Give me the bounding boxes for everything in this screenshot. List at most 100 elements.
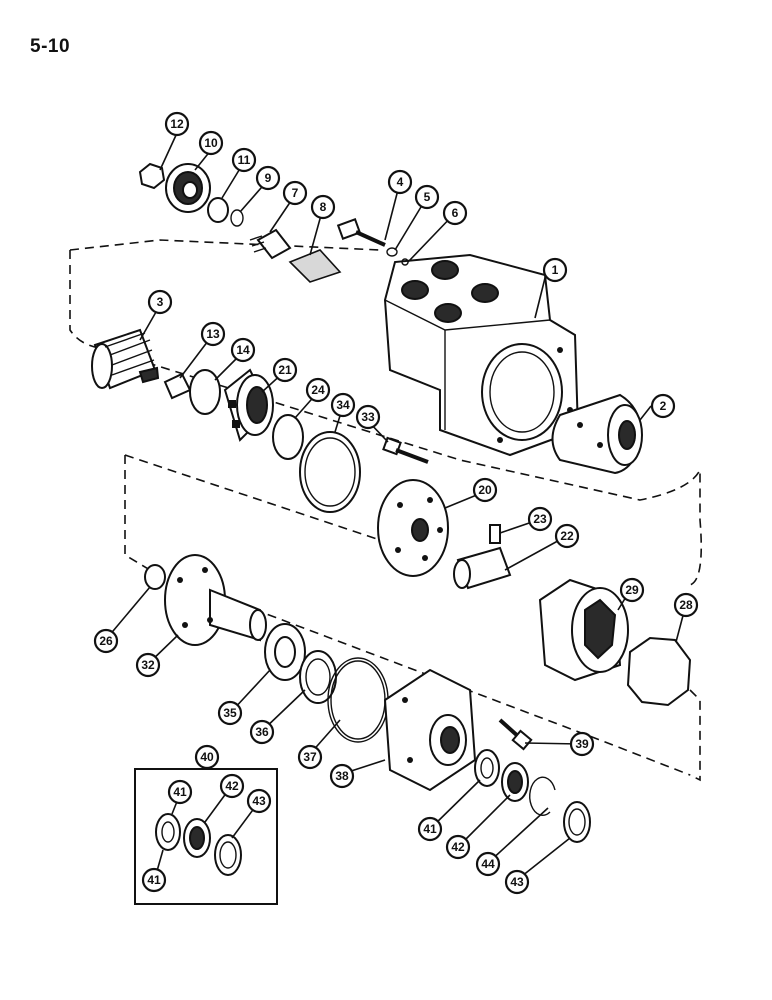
callout-35: 35 [217,700,243,726]
page-number: 5-10 [30,36,71,57]
seal-41-part [474,749,500,787]
svg-text:37: 37 [303,750,317,764]
svg-text:4: 4 [397,175,404,189]
svg-text:39: 39 [575,737,589,751]
svg-text:14: 14 [236,343,250,357]
svg-text:9: 9 [265,171,272,185]
o-ring-11-part [207,197,229,223]
kit-seal-41-part [155,813,181,851]
svg-text:28: 28 [679,598,693,612]
plug-part [165,163,211,213]
callout-42-kit: 42 [219,773,245,799]
callout-28: 28 [673,592,699,618]
valve-stem-part [336,218,386,247]
valve-plate-part [377,479,449,577]
ring-24-part [272,414,304,460]
bolt-33-part [382,436,429,464]
ring-14-part [189,369,221,415]
svg-text:7: 7 [292,186,299,200]
svg-text:21: 21 [278,363,292,377]
svg-text:32: 32 [141,658,155,672]
svg-text:10: 10 [204,136,218,150]
callout-24: 24 [305,377,331,403]
callout-14: 14 [230,337,256,363]
svg-text:29: 29 [625,583,639,597]
svg-text:41: 41 [423,822,437,836]
callout-21: 21 [272,357,298,383]
assembly-line-upper [69,250,703,586]
svg-text:40: 40 [200,750,214,764]
plug-26-part [144,564,166,590]
callout-6: 6 [442,200,468,226]
thrust-bearing-part [264,623,306,681]
assembly-line-lower [124,455,691,776]
callout-41-kit: 41 [167,779,193,805]
kit-seal-43-part [214,834,242,876]
callout-10: 10 [198,130,224,156]
callout-41-kit-lower: 41 [141,867,167,893]
callout-44: 44 [475,851,501,877]
callout-5: 5 [414,184,440,210]
callout-40: 40 [194,744,220,770]
star-rotor-part [626,636,692,707]
callout-32: 32 [135,652,161,678]
svg-text:11: 11 [238,153,251,167]
svg-text:2: 2 [660,399,667,413]
svg-text:36: 36 [255,725,269,739]
callout-3: 3 [147,289,173,315]
o-ring-37-part [327,657,389,743]
svg-text:41: 41 [147,873,161,887]
svg-text:41: 41 [173,785,187,799]
callout-4: 4 [387,169,413,195]
svg-text:5: 5 [424,190,431,204]
shaft-flange-part [164,554,267,646]
callout-12: 12 [164,111,190,137]
callout-23: 23 [527,506,553,532]
svg-text:24: 24 [311,383,325,397]
spool-part [91,328,160,390]
svg-text:23: 23 [533,512,547,526]
bolt-39-part [498,718,533,751]
callout-42: 42 [445,834,471,860]
assembly-line-lower-right [689,689,701,782]
svg-text:3: 3 [157,295,164,309]
callout-13: 13 [200,321,226,347]
sleeve-part [551,393,643,475]
svg-text:26: 26 [99,634,113,648]
snap-ring-44-part [529,776,556,816]
callout-38: 38 [329,763,355,789]
key-part [489,524,501,544]
o-ring-9-part [230,209,244,227]
callout-36: 36 [249,719,275,745]
callout-8: 8 [310,194,336,220]
svg-text:43: 43 [510,875,524,889]
svg-text:6: 6 [452,206,459,220]
nut-part [138,162,166,190]
bearing-sleeve-part [223,368,274,442]
svg-text:12: 12 [170,117,184,131]
callout-41: 41 [417,816,443,842]
svg-text:8: 8 [320,200,327,214]
callout-1: 1 [542,257,568,283]
callout-43-kit: 43 [246,788,272,814]
callout-39: 39 [569,731,595,757]
callout-29: 29 [619,577,645,603]
svg-text:22: 22 [560,529,574,543]
washer-43-part [563,801,591,843]
svg-text:42: 42 [225,779,239,793]
svg-text:44: 44 [481,857,495,871]
callout-20: 20 [472,477,498,503]
callout-34: 34 [330,392,356,418]
callout-11: 11 [231,147,257,173]
assembly-line-upper-top [69,239,381,251]
callout-33: 33 [355,404,381,430]
callout-22: 22 [554,523,580,549]
svg-text:38: 38 [335,769,349,783]
callout-2: 2 [650,393,676,419]
svg-text:20: 20 [478,483,492,497]
callout-37: 37 [297,744,323,770]
end-cap-part [383,668,477,792]
svg-text:42: 42 [451,840,465,854]
gerotor-ring-part [538,578,629,682]
